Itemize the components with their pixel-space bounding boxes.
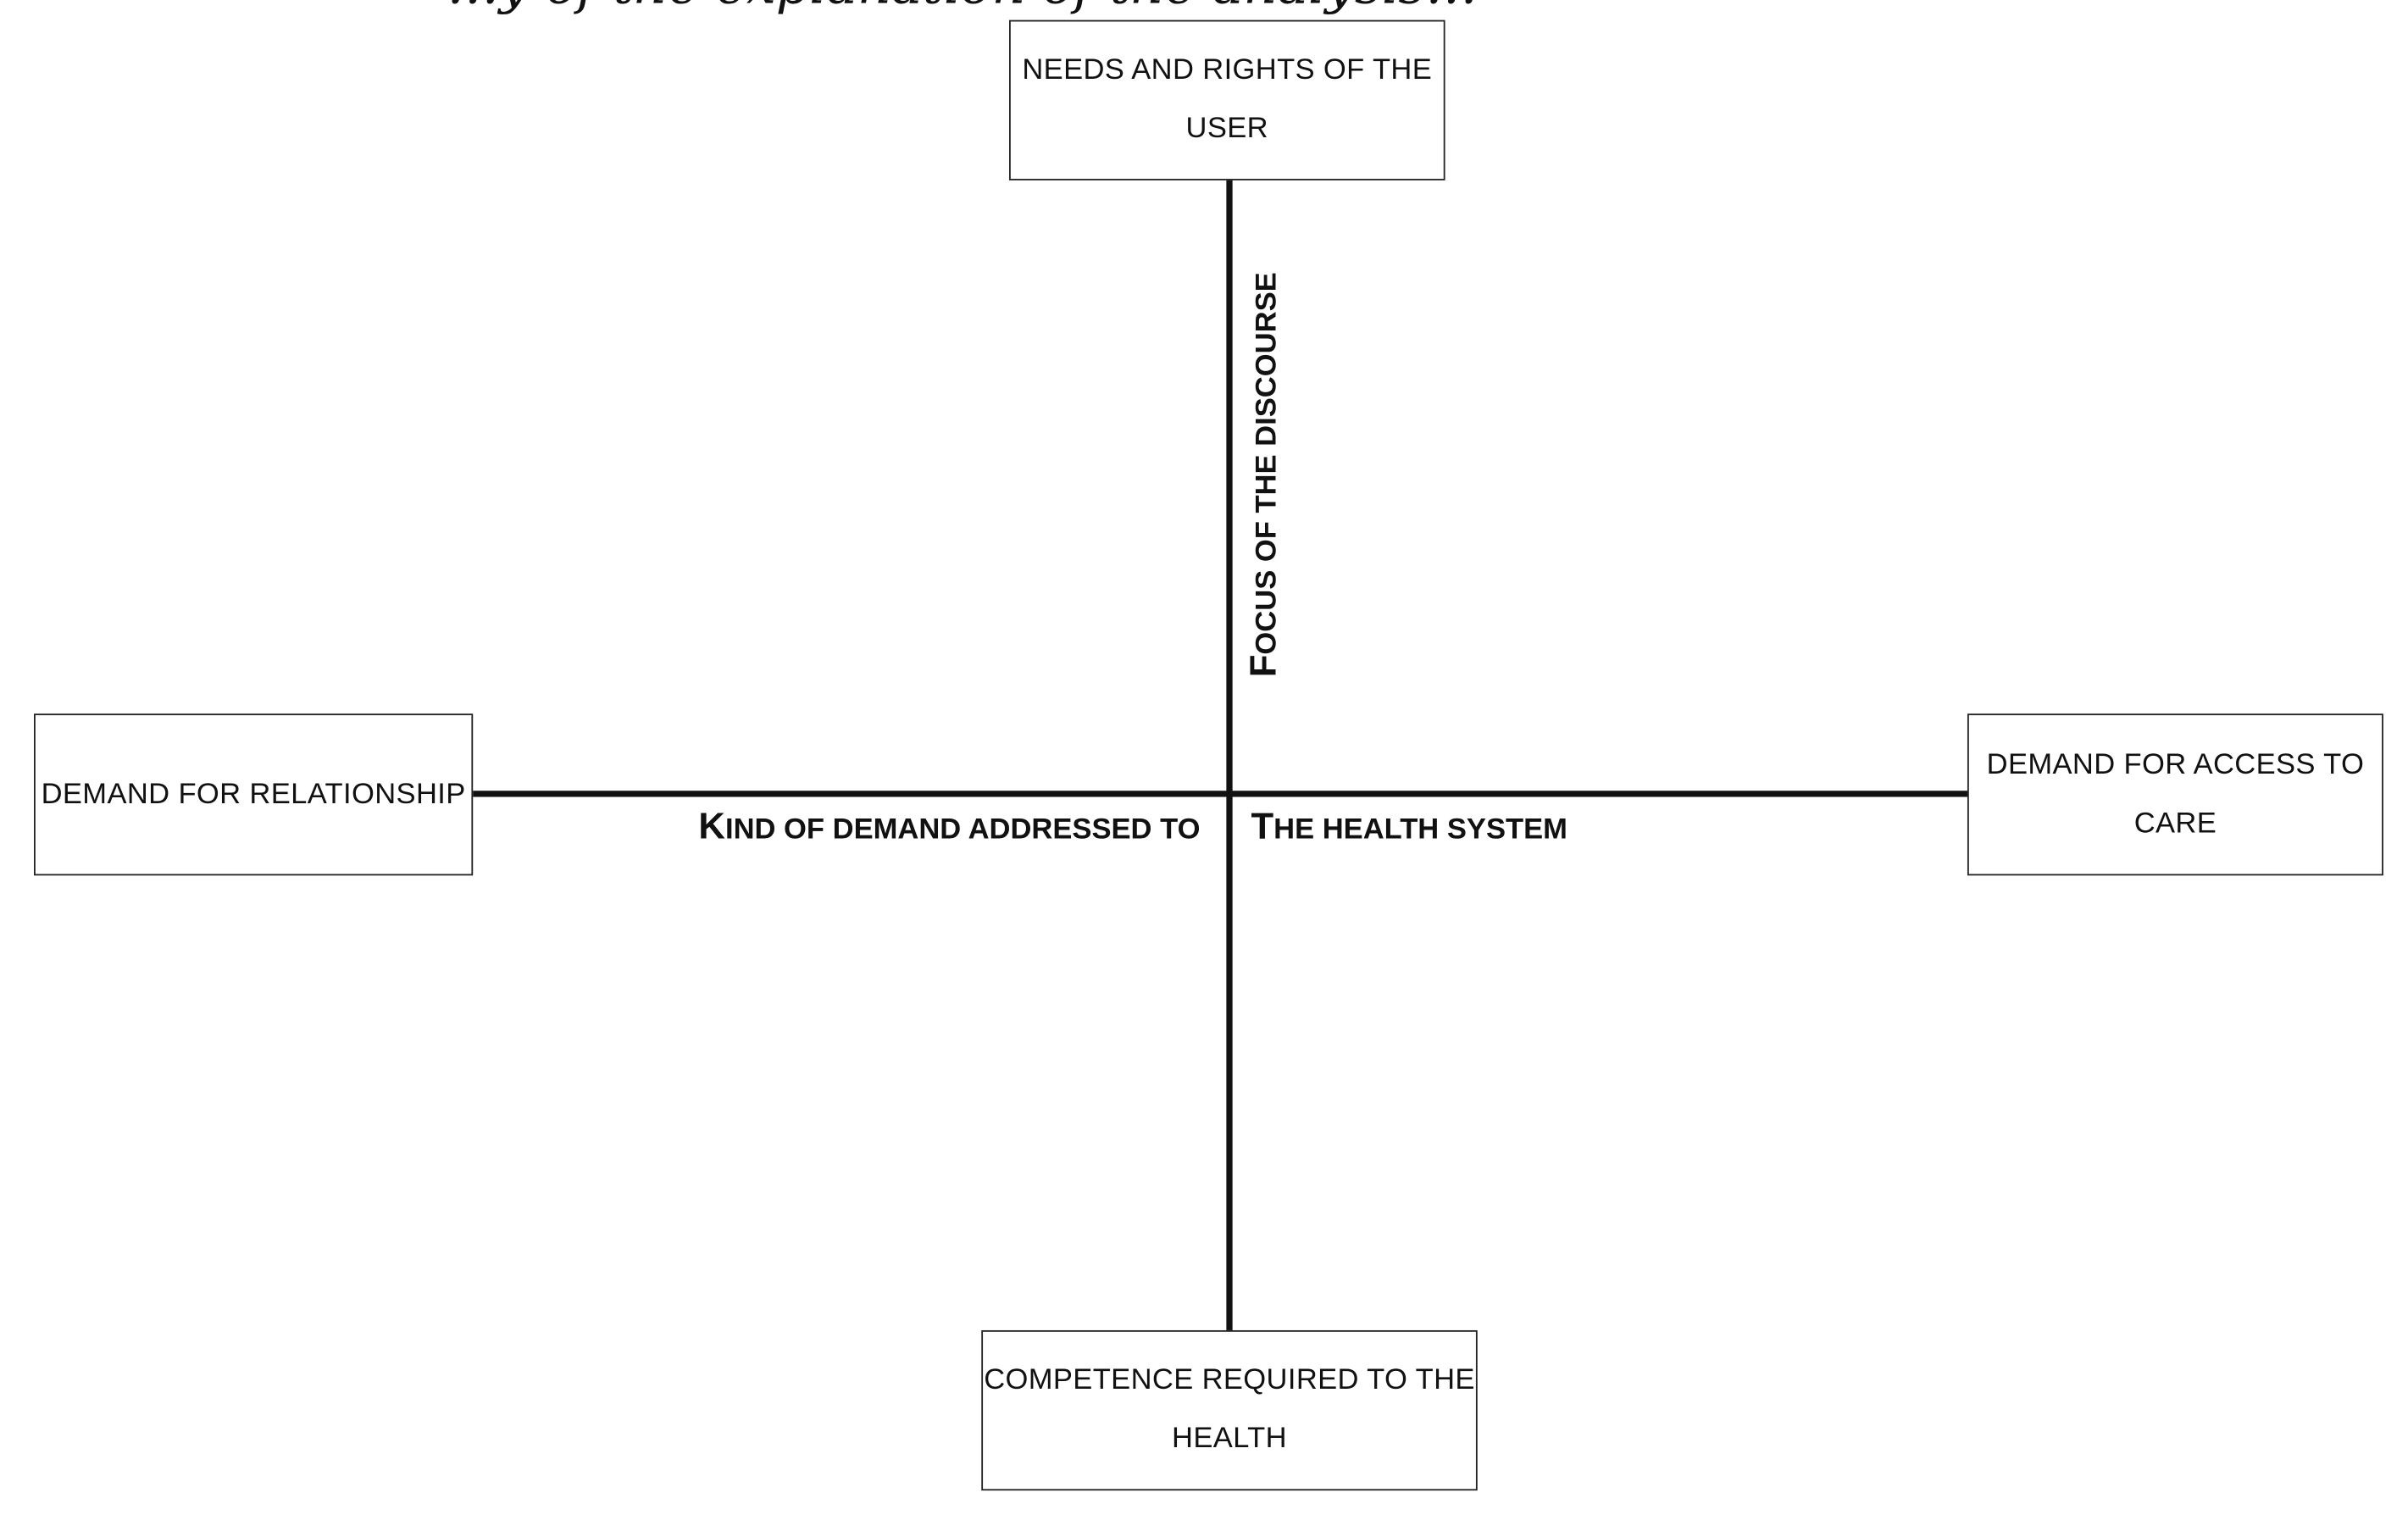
bottom-node-box: Competence required to the health <box>981 1329 1478 1491</box>
top-node-label: Needs and rights of the user <box>1022 53 1433 146</box>
horizontal-axis-line <box>471 791 1969 797</box>
horizontal-axis-label-right: the health system <box>1251 806 1567 848</box>
vertical-axis-line <box>1226 179 1233 1330</box>
bottom-node-label: Competence required to the health <box>984 1363 1475 1456</box>
top-node-box: Needs and rights of the user <box>1008 19 1445 180</box>
vertical-axis-label: Focus of the discourse <box>1243 272 1285 678</box>
left-node-box: Demand for relationship <box>34 713 474 876</box>
cropped-caption: …y of the explanation of the analysis… <box>447 0 1617 15</box>
right-node-label: Demand for access to care <box>1986 748 2365 840</box>
left-node-label: Demand for relationship <box>41 777 466 810</box>
horizontal-axis-label-left: Kind of demand addressed to <box>698 806 1201 848</box>
right-node-box: Demand for access to care <box>1967 713 2383 876</box>
